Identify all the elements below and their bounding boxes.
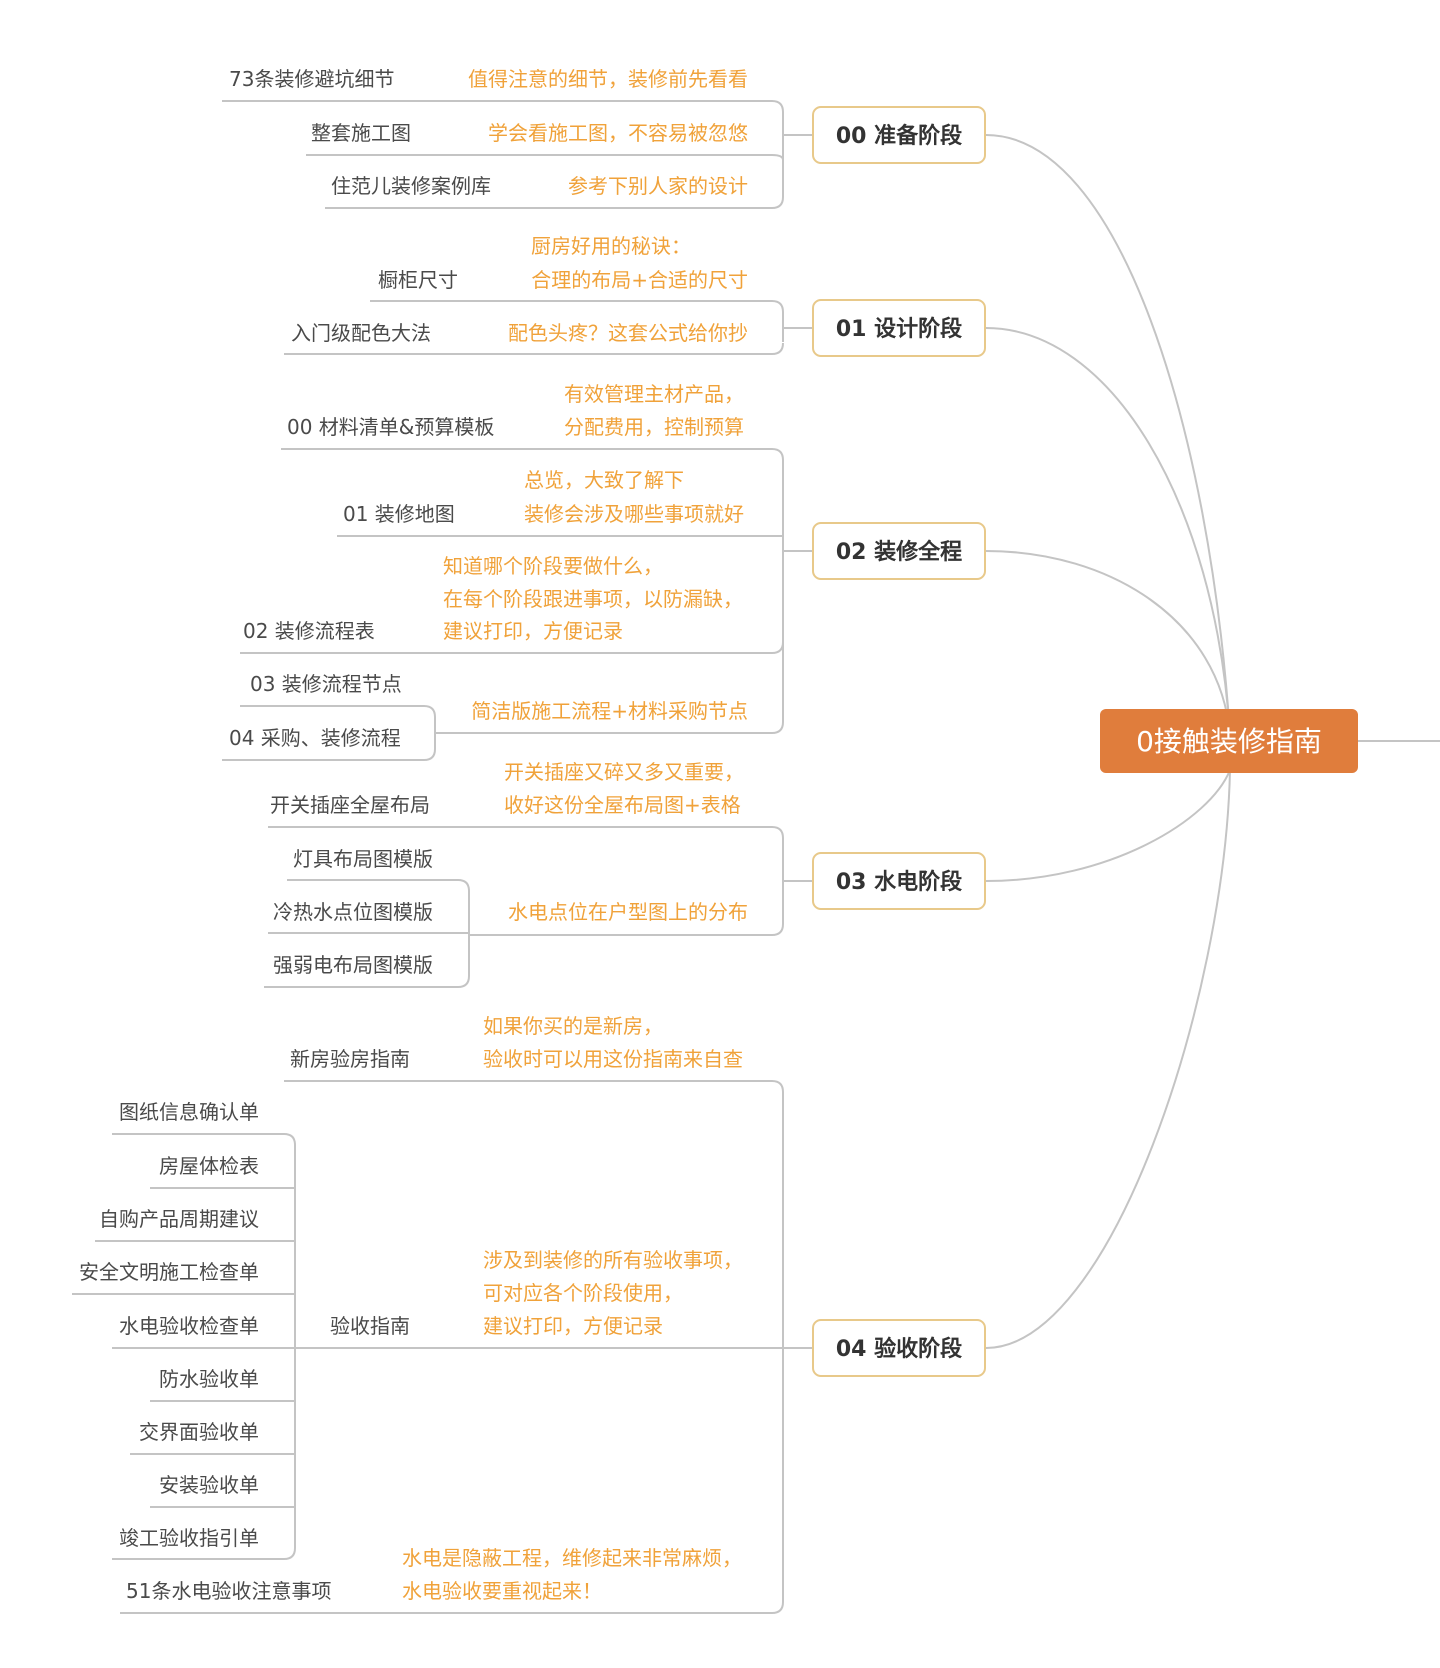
leaf-note-line: 水电验收要重视起来！ [402,1579,602,1603]
leaf-note-line: 涉及到装修的所有验收事项， [483,1248,743,1272]
leaf-note-line: 开关插座又碎又多又重要， [504,760,744,784]
leaf-note-line: 验收时可以用这份指南来自查 [483,1047,743,1071]
stage-04-item-2[interactable]: 51条水电验收注意事项 水电是隐蔽工程，维修起来非常麻烦， 水电验收要重视起来！ [126,1546,742,1603]
leaf-child: 竣工验收指引单 [119,1526,259,1550]
stage-03-item-1[interactable]: 水电点位在户型图上的分布 灯具布局图模版 冷热水点位图模版 强弱电布局图模版 [273,847,748,977]
stage-04-item-0[interactable]: 新房验房指南 如果你买的是新房， 验收时可以用这份指南来自查 [290,1014,743,1071]
leaf-note-line: 如果你买的是新房， [483,1014,663,1038]
leaf-note: 配色头疼？这套公式给你抄 [508,321,748,345]
stage-04-title: 04 验收阶段 [836,1336,962,1362]
stage-04: 04 验收阶段 新房验房指南 如果你买的是新房， 验收时可以用这份指南来自查 验… [72,1014,986,1614]
leaf-note-line: 知道哪个阶段要做什么， [443,554,663,578]
stage-02-item-0[interactable]: 00 材料清单&预算模板 有效管理主材产品， 分配费用，控制预算 [287,382,744,439]
leaf-note-line: 在每个阶段跟进事项，以防漏缺， [443,587,743,611]
leaf-note: 水电点位在户型图上的分布 [508,900,748,924]
leaf-child: 03 装修流程节点 [250,672,402,696]
root-node[interactable]: 0接触装修指南 [1100,709,1358,773]
stage-00-title: 00 准备阶段 [836,123,962,149]
leaf-note: 简洁版施工流程+材料采购节点 [471,699,748,723]
leaf-label: 51条水电验收注意事项 [126,1579,331,1603]
leaf-note: 值得注意的细节，装修前先看看 [468,67,748,91]
leaf-child: 安全文明施工检查单 [79,1260,259,1284]
stage-01-item-0[interactable]: 橱柜尺寸 厨房好用的秘诀： 合理的布局+合适的尺寸 [378,234,748,292]
stage-02-item-1[interactable]: 01 装修地图 总览，大致了解下 装修会涉及哪些事项就好 [343,468,744,526]
leaf-note: 参考下别人家的设计 [568,174,748,198]
leaf-note-line: 可对应各个阶段使用， [483,1281,683,1305]
stage-03-brackets [264,826,813,988]
leaf-note-line: 分配费用，控制预算 [564,415,744,439]
stage-00: 00 准备阶段 73条装修避坑细节 值得注意的细节，装修前先看看 整套施工图 学… [222,67,986,209]
leaf-child: 灯具布局图模版 [293,847,433,871]
stage-00-box [812,106,986,164]
leaf-label: 新房验房指南 [290,1047,410,1071]
leaf-child: 自购产品周期建议 [99,1207,259,1231]
leaf-label: 橱柜尺寸 [378,268,458,292]
stage-00-item-2[interactable]: 住范儿装修案例库 参考下别人家的设计 [331,174,748,198]
leaf-note-line: 合理的布局+合适的尺寸 [531,268,748,292]
leaf-label: 01 装修地图 [343,502,455,526]
leaf-child: 冷热水点位图模版 [273,900,433,924]
stage-01-title: 01 设计阶段 [836,316,962,342]
leaf-note-line: 厨房好用的秘诀： [531,234,691,258]
root-title: 0接触装修指南 [1136,725,1322,758]
stage-04-box [812,1319,986,1377]
leaf-note-line: 建议打印，方便记录 [483,1314,663,1338]
leaf-label: 入门级配色大法 [291,321,431,345]
stage-04-brackets [72,1080,813,1614]
leaf-child: 房屋体检表 [159,1154,259,1178]
leaf-note-line: 装修会涉及哪些事项就好 [524,502,744,526]
stage-01-brackets [284,300,813,355]
stage-04-item-1[interactable]: 验收指南 涉及到装修的所有验收事项， 可对应各个阶段使用， 建议打印，方便记录 … [79,1100,743,1550]
leaf-note: 学会看施工图，不容易被忽悠 [488,121,748,145]
leaf-child: 水电验收检查单 [119,1314,259,1338]
leaf-note-line: 建议打印，方便记录 [443,619,623,643]
stage-00-node[interactable]: 00 准备阶段 [812,106,986,164]
leaf-label: 开关插座全屋布局 [270,793,430,817]
stage-00-item-0[interactable]: 73条装修避坑细节 值得注意的细节，装修前先看看 [229,67,748,91]
stage-00-item-1[interactable]: 整套施工图 学会看施工图，不容易被忽悠 [311,121,748,145]
stage-02-node[interactable]: 02 装修全程 [812,522,986,580]
leaf-child: 防水验收单 [159,1367,259,1391]
stage-03-box [812,852,986,910]
leaf-label: 整套施工图 [311,121,411,145]
root-node-box [1100,709,1358,773]
stage-02-box [812,522,986,580]
stage-03-item-0[interactable]: 开关插座全屋布局 开关插座又碎又多又重要， 收好这份全屋布局图+表格 [270,760,744,817]
leaf-child: 强弱电布局图模版 [273,953,433,977]
stage-02-brackets [222,448,813,761]
stage-02: 02 装修全程 00 材料清单&预算模板 有效管理主材产品， 分配费用，控制预算… [222,382,986,761]
stage-02-item-2[interactable]: 02 装修流程表 知道哪个阶段要做什么， 在每个阶段跟进事项，以防漏缺， 建议打… [243,554,743,643]
leaf-note-line: 有效管理主材产品， [564,382,744,406]
leaf-label: 02 装修流程表 [243,619,375,643]
leaf-child: 安装验收单 [159,1473,259,1497]
stage-03-title: 03 水电阶段 [836,869,962,895]
stage-01: 01 设计阶段 橱柜尺寸 厨房好用的秘诀： 合理的布局+合适的尺寸 入门级配色大… [284,234,986,357]
stage-04-node[interactable]: 04 验收阶段 [812,1319,986,1377]
stage-01-box [812,299,986,357]
leaf-child: 04 采购、装修流程 [229,726,401,750]
stage-01-item-1[interactable]: 入门级配色大法 配色头疼？这套公式给你抄 [291,321,748,345]
leaf-label: 住范儿装修案例库 [331,174,491,198]
stage-02-title: 02 装修全程 [836,539,962,565]
stage-03-node[interactable]: 03 水电阶段 [812,852,986,910]
leaf-note-line: 总览，大致了解下 [524,468,684,492]
leaf-note-line: 水电是隐蔽工程，维修起来非常麻烦， [402,1546,742,1570]
stage-01-node[interactable]: 01 设计阶段 [812,299,986,357]
leaf-child: 交界面验收单 [139,1420,259,1444]
leaf-note-line: 收好这份全屋布局图+表格 [504,793,741,817]
leaf-label: 00 材料清单&预算模板 [287,415,494,439]
stage-02-item-3[interactable]: 简洁版施工流程+材料采购节点 03 装修流程节点 04 采购、装修流程 [229,672,748,750]
root-connectors [985,134,1440,1349]
leaf-child: 图纸信息确认单 [119,1100,259,1124]
stage-00-brackets [222,100,813,209]
stage-03: 03 水电阶段 开关插座全屋布局 开关插座又碎又多又重要， 收好这份全屋布局图+… [264,760,986,988]
leaf-label: 验收指南 [330,1314,410,1338]
leaf-label: 73条装修避坑细节 [229,67,394,91]
